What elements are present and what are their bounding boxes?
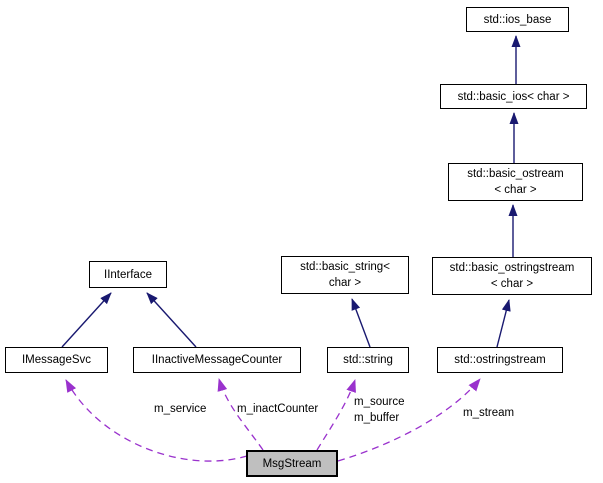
edge-label-m-source: m_source: [354, 396, 405, 408]
node-std-basic-ios[interactable]: std::basic_ios< char >: [440, 84, 587, 109]
node-label: std::basic_ostream: [467, 168, 564, 180]
node-std-basic-ostream[interactable]: std::basic_ostream < char >: [448, 163, 583, 201]
usage-edge-msgstream-to-ostringstream: [337, 378, 481, 462]
node-label: std::basic_string<: [300, 261, 390, 273]
usage-edge-msgstream-to-iinactivemessagecounter: [217, 378, 264, 451]
node-label: IMessageSvc: [21, 354, 92, 366]
node-label: char >: [328, 277, 362, 289]
node-label: MsgStream: [262, 457, 322, 470]
inheritance-edge-string-to-basic-string: [351, 298, 371, 348]
edge-label-m-inactcounter: m_inactCounter: [237, 403, 319, 415]
node-msgstream: MsgStream: [246, 450, 338, 477]
inheritance-edge-iinactivemessagecounter-to-iinterface: [146, 292, 197, 348]
node-std-basic-string[interactable]: std::basic_string< char >: [281, 256, 409, 294]
node-iinterface[interactable]: IInterface: [89, 261, 167, 288]
node-std-ostringstream[interactable]: std::ostringstream: [437, 347, 563, 373]
edge-label-m-source-m-buffer: m_source m_buffer: [354, 394, 405, 426]
inheritance-edge-imessagesvc-to-iinterface: [61, 292, 112, 348]
node-label: std::ios_base: [483, 13, 552, 26]
edge-label-m-buffer: m_buffer: [354, 412, 400, 424]
node-label: std::string: [343, 354, 393, 366]
node-std-ios-base[interactable]: std::ios_base: [466, 7, 569, 32]
node-label: std::basic_ios< char >: [457, 90, 570, 103]
usage-edge-msgstream-to-imessagesvc: [65, 379, 248, 462]
node-label: std::ostringstream: [454, 354, 546, 366]
edge-label-m-stream: m_stream: [463, 407, 515, 419]
usage-edge-msgstream-to-string: [316, 379, 356, 451]
node-label: std::basic_ostringstream: [449, 262, 575, 274]
node-iinactivemessagecounter[interactable]: IInactiveMessageCounter: [133, 347, 301, 373]
node-label: < char >: [490, 278, 534, 290]
node-imessagesvc[interactable]: IMessageSvc: [5, 347, 108, 373]
node-label: < char >: [494, 184, 537, 196]
inheritance-edge-ostringstream-to-basic-ostringstream: [496, 299, 511, 348]
edge-label-m-service: m_service: [154, 403, 207, 415]
node-label: IInactiveMessageCounter: [151, 354, 283, 366]
node-std-basic-ostringstream[interactable]: std::basic_ostringstream < char >: [432, 257, 592, 295]
node-label: IInterface: [104, 268, 152, 281]
node-std-string[interactable]: std::string: [327, 347, 409, 373]
